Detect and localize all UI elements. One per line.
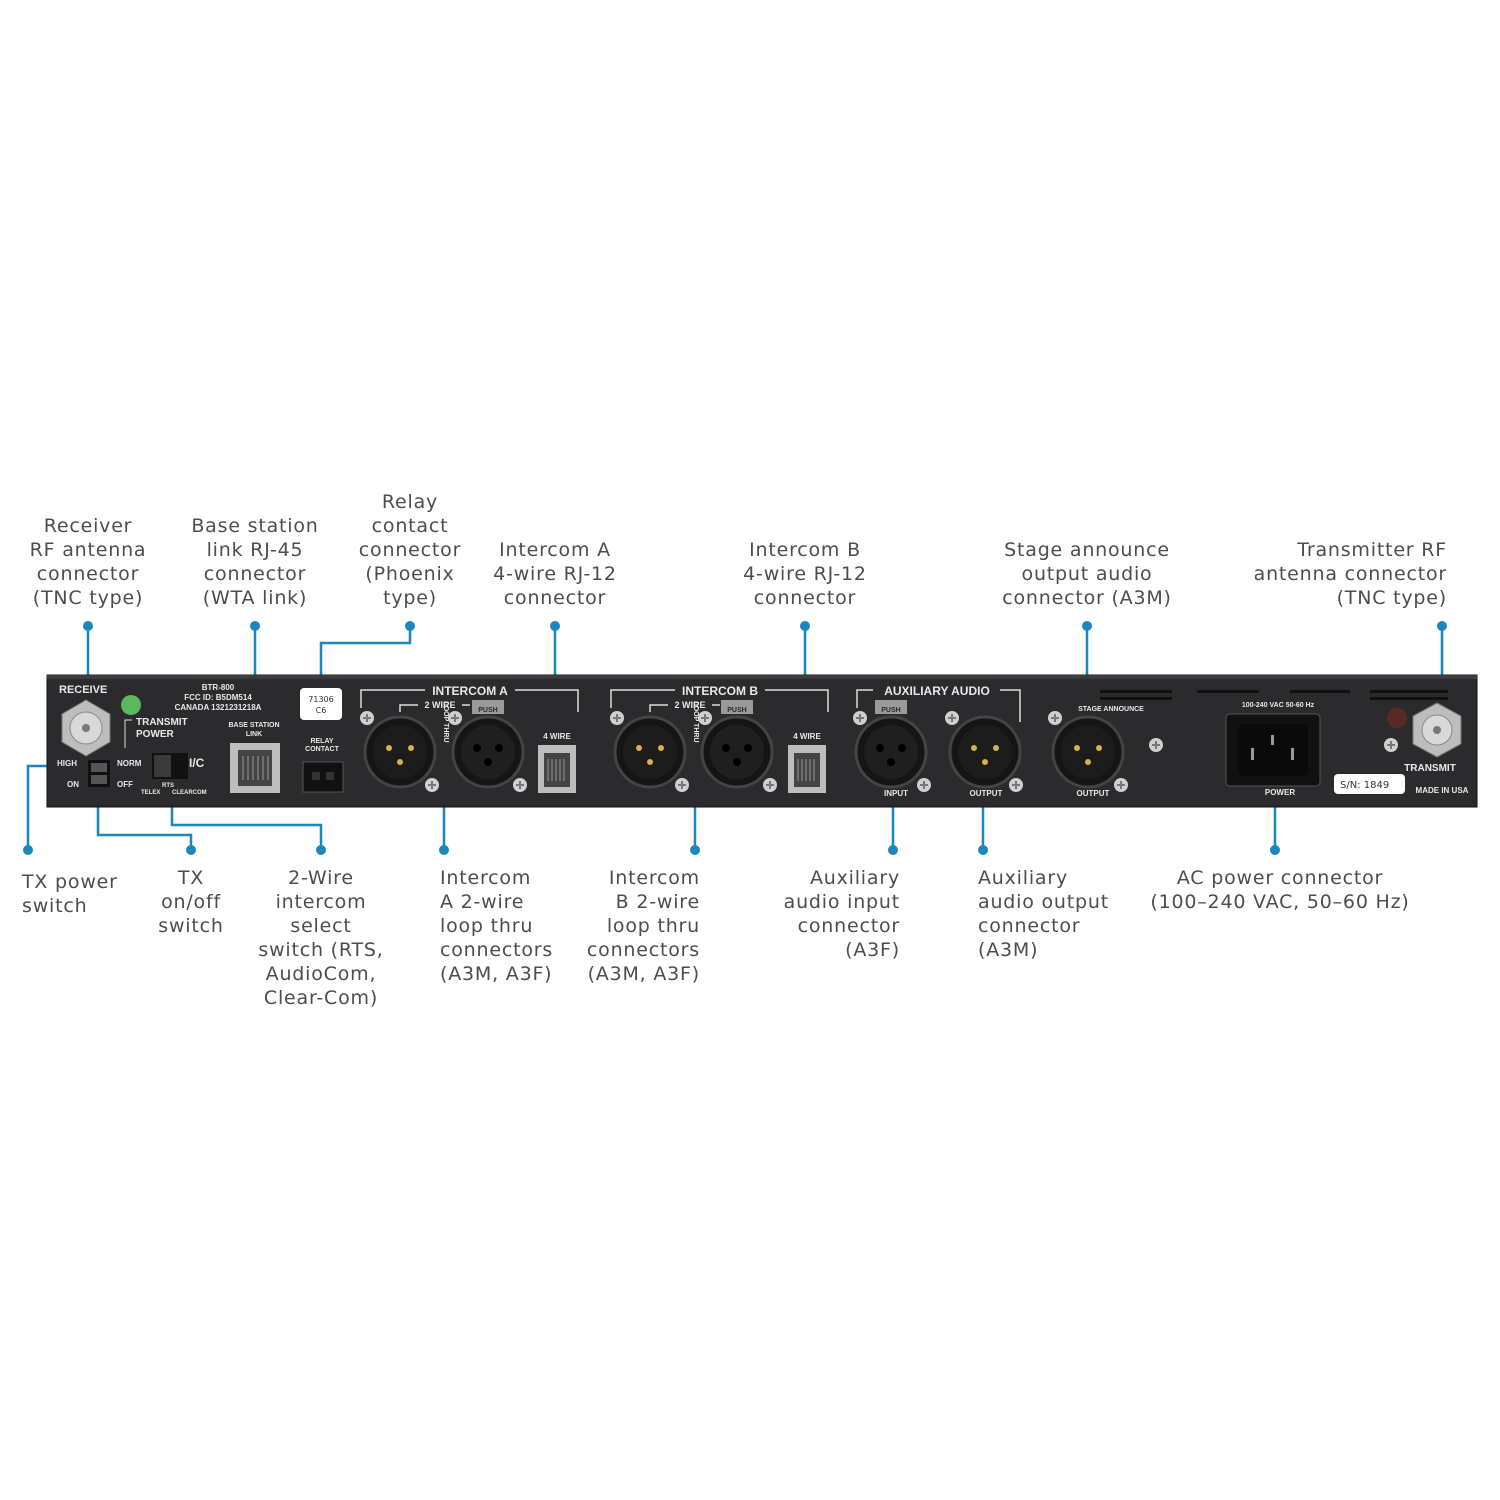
label-made-in-usa: MADE IN USA <box>1416 786 1469 795</box>
intercom-a-xlr-male[interactable] <box>363 715 437 789</box>
callout-relay-contact: Relay contact connector (Phoenix type) <box>358 491 462 609</box>
callout-aux-input: Auxiliary audio input connector (A3F) <box>783 867 900 961</box>
tx-power-switch[interactable] <box>88 760 110 787</box>
sticker-text-1: 71306 <box>308 695 333 704</box>
intercom-b-rj12[interactable] <box>787 744 827 794</box>
label-intercom-b: INTERCOM B <box>682 684 758 698</box>
label-model: BTR-800 <box>202 683 235 692</box>
label-auxiliary-audio: AUXILIARY AUDIO <box>884 684 990 698</box>
base-station-rj45[interactable] <box>230 743 280 793</box>
leader-tx-power <box>26 764 55 850</box>
callout-2wire-intercom-select: 2-Wire intercom select switch (RTS, Audi… <box>258 867 384 1009</box>
callout-tx-onoff-switch: TX on/off switch <box>158 867 224 937</box>
intercom-select-switch[interactable] <box>152 753 188 779</box>
push-latch-label-b: PUSH <box>727 707 746 714</box>
label-4wire-a: 4 WIRE <box>543 732 571 741</box>
callout-intercom-b-2wire: Intercom B 2-wire loop thru connectors (… <box>586 867 700 985</box>
label-telex: TELEX <box>141 790 160 796</box>
callout-intercom-a-4wire: Intercom A 4-wire RJ-12 connector <box>493 539 617 609</box>
aux-output-xlr-male[interactable] <box>948 715 1022 789</box>
callout-aux-output: Auxiliary audio output connector (A3M) <box>978 867 1109 961</box>
callout-receiver-rf-antenna: Receiver RF antenna connector (TNC type) <box>29 515 147 609</box>
callout-base-station-link: Base station link RJ-45 connector (WTA l… <box>191 515 319 609</box>
label-power-inlet: POWER <box>1265 788 1295 797</box>
label-ic: I/C <box>189 756 205 770</box>
label-relay: RELAY <box>310 738 333 745</box>
label-link: LINK <box>246 731 262 738</box>
label-canada: CANADA 1321231218A <box>175 703 262 712</box>
label-off: OFF <box>117 780 133 789</box>
push-latch-label-aux: PUSH <box>881 707 900 714</box>
label-on: ON <box>67 780 79 789</box>
status-led-red <box>1387 708 1407 728</box>
relay-phoenix-connector[interactable] <box>302 761 344 793</box>
stage-announce-xlr-male[interactable] <box>1051 715 1125 789</box>
callout-tx-power-switch: TX power switch <box>22 871 118 917</box>
serial-sticker: S/N: 1849 <box>1334 774 1405 794</box>
serial-number: S/N: 1849 <box>1340 780 1389 791</box>
label-loop-thru-b: LOOP THRU <box>692 701 699 742</box>
intercom-a-rj12[interactable] <box>537 744 577 794</box>
leader-tx-onoff <box>96 807 193 850</box>
push-latch-label-a: PUSH <box>478 707 497 714</box>
label-norm: NORM <box>117 759 142 768</box>
label-2wire-a: 2 WIRE <box>424 700 455 710</box>
label-sticker: 71306 C6 <box>300 688 342 720</box>
label-clearcom: CLEARCOM <box>172 790 207 796</box>
callout-stage-announce: Stage announce output audio connector (A… <box>1002 539 1172 609</box>
callout-transmitter-rf-antenna: Transmitter RF antenna connector (TNC ty… <box>1253 539 1447 609</box>
ac-power-inlet[interactable] <box>1225 713 1321 787</box>
status-led-green <box>121 695 141 715</box>
intercom-b-xlr-male[interactable] <box>613 715 687 789</box>
callout-ac-power: AC power connector (100–240 VAC, 50–60 H… <box>1150 867 1410 913</box>
label-stage-announce: STAGE ANNOUNCE <box>1078 706 1144 713</box>
leader-2wire-select <box>170 807 323 850</box>
label-receive: RECEIVE <box>59 684 107 696</box>
label-power: POWER <box>136 729 175 740</box>
label-aux-output: OUTPUT <box>970 789 1003 798</box>
label-loop-thru-a: LOOP THRU <box>442 701 449 742</box>
label-transmit-antenna: TRANSMIT <box>1404 763 1456 774</box>
vent-slots <box>1100 690 1448 700</box>
transmit-tnc-connector[interactable] <box>1412 702 1462 758</box>
label-rts: RTS <box>162 783 174 789</box>
label-transmit: TRANSMIT <box>136 717 188 728</box>
callout-intercom-a-2wire: Intercom A 2-wire loop thru connectors (… <box>440 867 554 985</box>
label-4wire-b: 4 WIRE <box>793 732 821 741</box>
label-vac: 100-240 VAC 50-60 Hz <box>1242 702 1315 709</box>
label-2wire-b: 2 WIRE <box>674 700 705 710</box>
sticker-text-2: C6 <box>316 706 327 715</box>
callout-intercom-b-4wire: Intercom B 4-wire RJ-12 connector <box>743 539 867 609</box>
label-intercom-a: INTERCOM A <box>432 684 508 698</box>
label-fcc: FCC ID: B5DM514 <box>184 693 252 702</box>
receive-tnc-connector[interactable] <box>61 699 111 757</box>
label-contact: CONTACT <box>305 746 339 753</box>
label-base-station: BASE STATION <box>228 722 279 729</box>
label-stage-output: OUTPUT <box>1077 789 1110 798</box>
label-aux-input: INPUT <box>884 789 908 798</box>
label-high: HIGH <box>57 759 77 768</box>
leader-relay <box>319 626 412 675</box>
